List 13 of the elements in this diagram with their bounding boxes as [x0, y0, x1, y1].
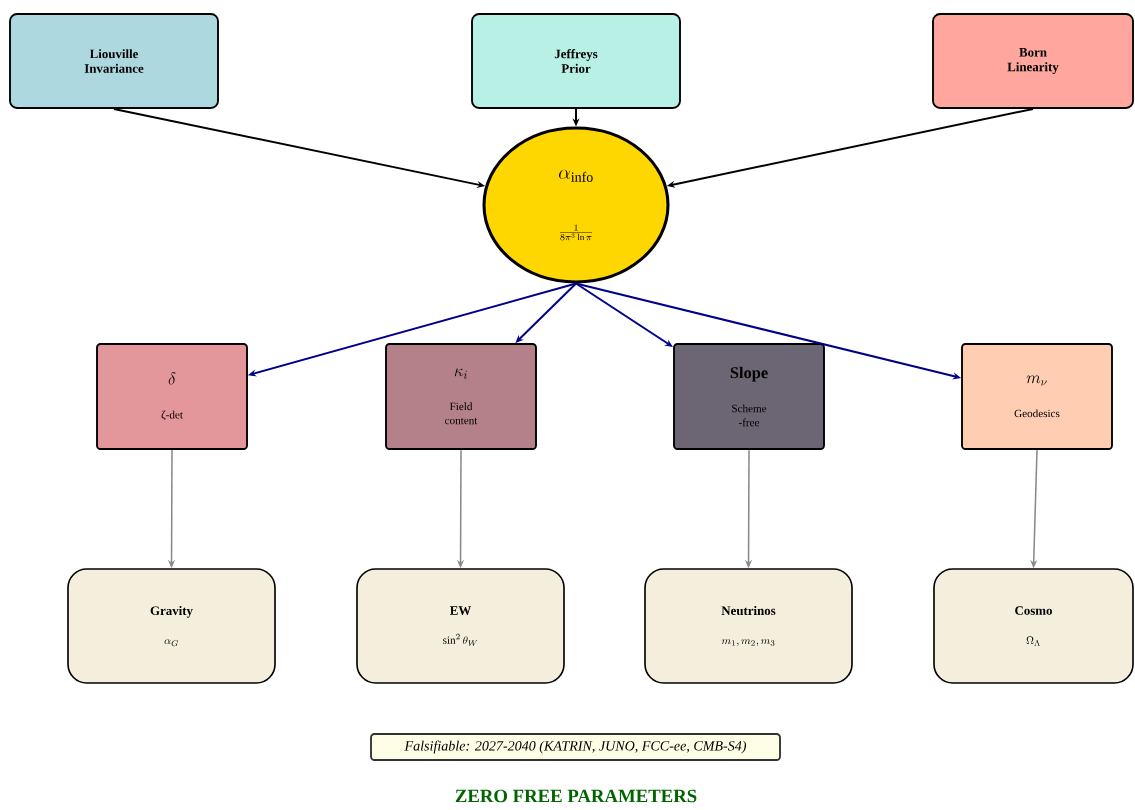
- note-box: Falsifiable: 2027-2040 (KATRIN, JUNO, FCC-ee, CMB-S4): [370, 733, 781, 761]
- principle-box: Liouville Invariance: [9, 13, 219, 109]
- domain-box: EW $\sin^2\theta_W$: [356, 568, 565, 684]
- principle-box: Jeffreys Prior: [471, 13, 681, 109]
- domain-box: Neutrinos $m_1, m_2, m_3$: [644, 568, 853, 684]
- domain-box: Cosmo $\Omega_\Lambda$: [933, 568, 1134, 684]
- principle-box: Born Linearity: [932, 13, 1134, 109]
- domain-box: Gravity $\alpha_G$: [67, 568, 276, 684]
- parameter-box: $m_\nu$ Geodesics: [961, 343, 1113, 450]
- parameter-box: $\kappa_i$ Field content: [385, 343, 537, 450]
- parameter-box: $\delta$ ζ-det: [96, 343, 248, 450]
- parameter-box: Slope Scheme -free: [673, 343, 825, 450]
- caption-heading: ZERO FREE PARAMETERS: [455, 789, 697, 803]
